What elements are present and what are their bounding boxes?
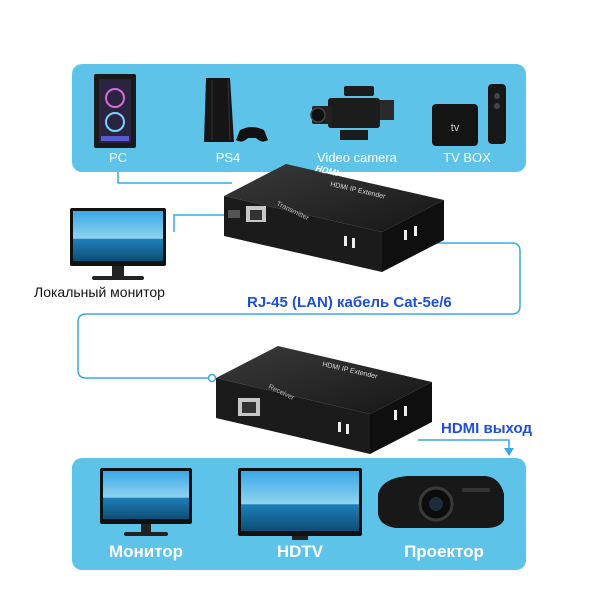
- tv-box-icon: tv: [432, 84, 506, 146]
- source-label-ps4: PS4: [215, 150, 241, 165]
- local-monitor-label: Локальный монитор: [34, 284, 165, 300]
- receiver-device: HDMI IP Extender HDMI Receiver: [216, 346, 432, 454]
- receiver-to-output-line: [418, 439, 510, 452]
- svg-text:tv: tv: [451, 122, 460, 134]
- cable-label: RJ-45 (LAN) кабель Cat-5e/6: [247, 294, 452, 311]
- monitor-icon: [100, 468, 192, 536]
- hdtv-icon: [238, 468, 362, 540]
- source-to-transmitter-line: [117, 172, 232, 184]
- hdmi-output-label: HDMI выход: [441, 420, 532, 437]
- transmitter-to-monitor-line: [173, 214, 224, 232]
- local-monitor-icon: [70, 208, 166, 280]
- output-label-hdtv: HDTV: [276, 542, 324, 561]
- transmitter-device: HDMI IP Extender HDMI Transmitter: [224, 163, 444, 272]
- projector-icon: [378, 476, 504, 528]
- source-label-video-camera: Video camera: [317, 150, 397, 165]
- video-camera-icon: [310, 86, 394, 140]
- lan-cable-line: [77, 242, 521, 379]
- ps4-console-icon: [204, 78, 268, 142]
- source-label-tv-box: TV BOX: [443, 150, 491, 165]
- output-label-projector: Проектор: [404, 542, 484, 561]
- pc-tower-icon: [94, 74, 136, 148]
- output-label-monitor: Монитор: [108, 542, 184, 561]
- source-label-pc: PC: [108, 150, 128, 165]
